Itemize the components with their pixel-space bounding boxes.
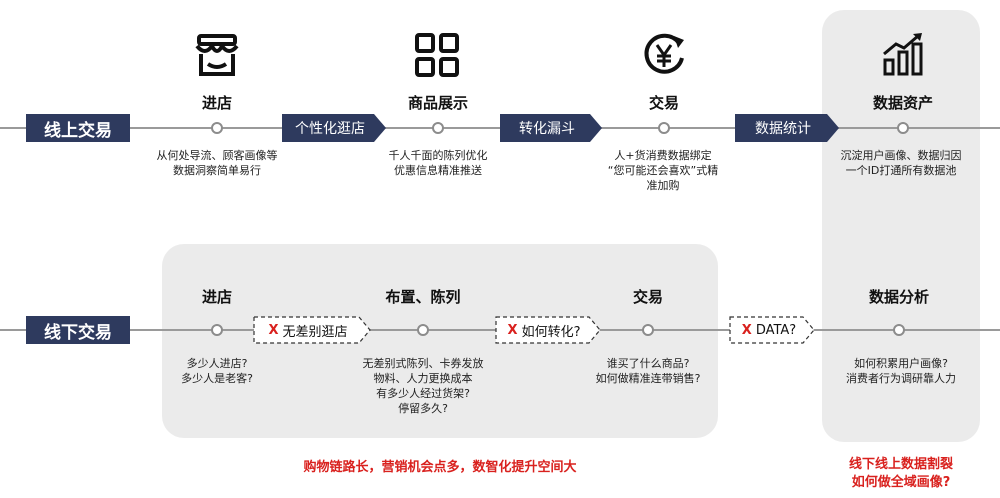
online-stage-title: 进店 — [201, 94, 232, 112]
offline-row-label: 线下交易 — [26, 316, 130, 344]
online-stage-desc: 千人千面的陈列优化 优惠信息精准推送 — [358, 148, 518, 178]
arrow-conversion-funnel: 转化漏斗 — [519, 121, 575, 137]
timeline-node — [211, 122, 223, 134]
offline-stage-desc: 如何积累用户画像? 消费者行为调研靠人力 — [826, 356, 976, 386]
x-mark: X — [507, 322, 518, 338]
desc-line: 从何处导流、顾客画像等 — [156, 149, 278, 162]
online-row-label-text: 线上交易 — [44, 120, 112, 141]
arrow-text: 如何转化? — [521, 324, 581, 340]
store-icon — [195, 34, 239, 76]
online-stage-title: 商品展示 — [407, 94, 468, 112]
timeline-node — [211, 324, 223, 336]
desc-line: 有多少人经过货架? — [376, 387, 470, 400]
arrow-data-question: X DATA? — [729, 316, 809, 344]
offline-stage-title: 进店 — [201, 288, 232, 306]
desc-line: 多少人是老客? — [181, 372, 253, 385]
arrow-conversion-funnel-shape — [500, 114, 602, 142]
dashed-arrow-shape — [729, 316, 815, 344]
offline-stage-title: 数据分析 — [868, 288, 929, 306]
arrow-text: DATA? — [755, 322, 797, 338]
desc-line: 沉淀用户画像、数据归因 — [840, 149, 962, 162]
arrow-data-statistics: 数据统计 — [755, 121, 811, 137]
desc-line: 停留多久? — [398, 402, 448, 415]
arrow-personalized-browsing-shape — [282, 114, 386, 142]
arrow-text: 无差别逛店 — [282, 324, 348, 340]
online-stage-desc: 从何处导流、顾客画像等 数据洞察简单易行 — [137, 148, 297, 178]
online-row-label: 线上交易 — [26, 114, 130, 142]
dashed-arrow-shape — [495, 316, 601, 344]
desc-line: 多少人进店? — [186, 357, 248, 370]
offline-stage-title: 布置、陈列 — [385, 288, 461, 306]
timeline-node — [897, 122, 909, 134]
offline-stage-desc: 多少人进店? 多少人是老客? — [147, 356, 287, 386]
bottom-note: 购物链路长，营销机会点多，数智化提升空间大 — [303, 460, 577, 475]
timeline-node — [893, 324, 905, 336]
desc-line: 人+货消费数据绑定 — [614, 149, 712, 162]
desc-line: 如何做精准连带销售? — [595, 372, 701, 385]
right-note: 线下线上数据割裂 如何做全域画像? — [822, 456, 980, 492]
online-stage-desc: 人+货消费数据绑定 “您可能还会喜欢”式精 准加购 — [588, 148, 738, 193]
desc-line: 数据洞察简单易行 — [173, 164, 261, 177]
grid-icon — [415, 33, 459, 77]
desc-line: 消费者行为调研靠人力 — [846, 372, 956, 385]
timeline-node — [432, 122, 444, 134]
online-stage-desc: 沉淀用户画像、数据归因 一个ID打通所有数据池 — [826, 148, 976, 178]
x-mark: X — [741, 322, 752, 338]
arrow-data-statistics-shape — [735, 114, 839, 142]
x-mark: X — [268, 322, 279, 338]
dashed-arrow-shape — [253, 316, 371, 344]
offline-stage-title: 交易 — [632, 288, 663, 306]
timeline-node — [658, 122, 670, 134]
desc-line: 准加购 — [646, 179, 680, 192]
arrow-indiscriminate-browsing: X 无差别逛店 — [253, 316, 363, 344]
desc-line: 谁买了什么商品? — [606, 357, 690, 370]
arrow-personalized-browsing: 个性化逛店 — [295, 121, 365, 137]
offline-row-label-text: 线下交易 — [44, 322, 112, 343]
timeline-node — [417, 324, 429, 336]
offline-stage-desc: 谁买了什么商品? 如何做精准连带销售? — [573, 356, 723, 386]
yen-cycle-icon — [644, 33, 684, 74]
right-note-line: 如何做全域画像? — [851, 475, 951, 490]
offline-stage-desc: 无差别式陈列、卡券发放 物料、人力更换成本 有多少人经过货架? 停留多久? — [343, 356, 503, 416]
online-stage-title: 数据资产 — [872, 94, 933, 112]
desc-line: 如何积累用户画像? — [854, 357, 948, 370]
desc-line: 物料、人力更换成本 — [373, 372, 473, 385]
online-stage-title: 交易 — [648, 94, 679, 112]
right-note-line: 线下线上数据割裂 — [848, 457, 953, 472]
desc-line: 千人千面的陈列优化 — [388, 149, 488, 162]
data-panel-background — [822, 10, 980, 442]
timeline-node — [642, 324, 654, 336]
growth-chart-icon — [883, 33, 923, 76]
desc-line: “您可能还会喜欢”式精 — [607, 164, 719, 177]
desc-line: 一个ID打通所有数据池 — [845, 164, 957, 177]
desc-line: 优惠信息精准推送 — [394, 164, 482, 177]
desc-line: 无差别式陈列、卡券发放 — [362, 357, 484, 370]
arrow-how-to-convert: X 如何转化? — [495, 316, 593, 344]
